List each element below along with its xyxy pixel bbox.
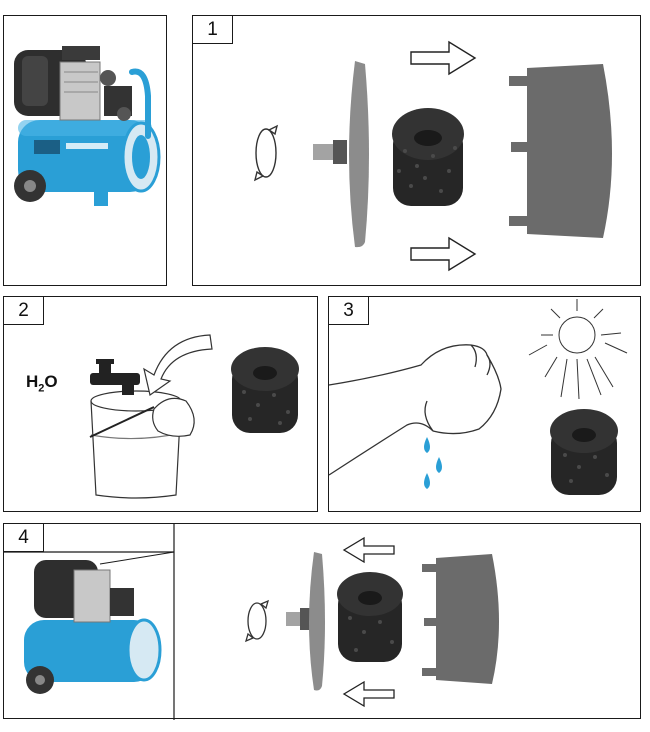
arrow-icon xyxy=(410,236,477,272)
filter-cover xyxy=(349,61,369,248)
compressor-icon xyxy=(14,46,161,206)
water-drop-icon xyxy=(424,437,442,489)
arrow-icon xyxy=(342,536,395,564)
step-2-panel: 2 H xyxy=(3,296,318,512)
hand-icon xyxy=(328,344,502,476)
cloth-icon xyxy=(152,397,195,437)
step-number: 3 xyxy=(329,297,369,325)
rotate-icon xyxy=(253,124,279,182)
arrow-icon xyxy=(410,40,477,76)
water-label: H2O xyxy=(26,372,58,395)
step-3-panel: 3 xyxy=(328,296,641,512)
filter-housing xyxy=(509,64,612,238)
step-number: 1 xyxy=(193,16,233,44)
step-number: 4 xyxy=(4,524,44,552)
filter-sponge-icon xyxy=(337,572,403,662)
filter-housing xyxy=(422,554,499,684)
rotate-icon xyxy=(244,599,270,643)
filter-cover xyxy=(309,552,325,691)
filter-sponge-icon xyxy=(550,409,618,495)
step-number: 2 xyxy=(4,297,44,325)
compressor-icon xyxy=(24,551,175,694)
filter-sponge-icon xyxy=(392,108,464,206)
step-1-panel: 1 xyxy=(192,15,641,286)
sun-icon xyxy=(528,299,628,400)
compressor-photo-panel xyxy=(3,15,167,286)
step-4-panel: 4 xyxy=(3,523,641,720)
faucet-icon xyxy=(90,359,140,395)
filter-sponge-icon xyxy=(231,347,299,433)
arrow-icon xyxy=(143,334,213,397)
arrow-icon xyxy=(342,680,395,708)
